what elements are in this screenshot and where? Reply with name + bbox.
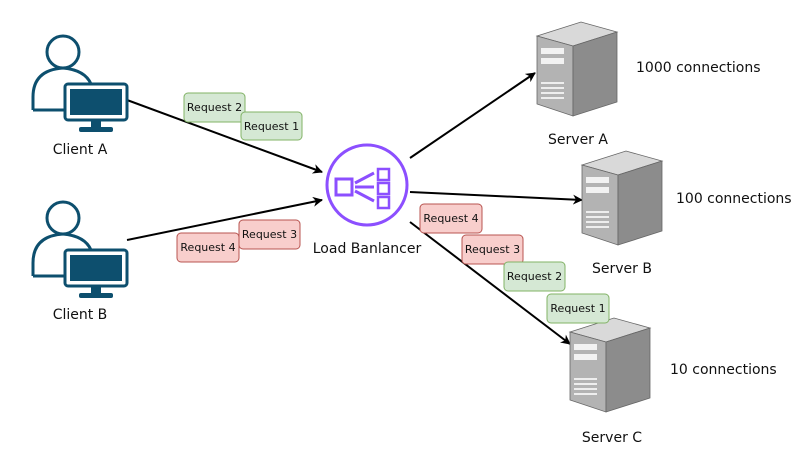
svg-text:Request 1: Request 1	[244, 120, 299, 133]
client-a: Client A	[31, 34, 129, 158]
user-computer-icon	[31, 34, 129, 134]
server-icon	[569, 317, 651, 413]
request-tag: Request 1	[546, 293, 610, 324]
server-c-label: Server C	[582, 430, 642, 446]
svg-text:Request 2: Request 2	[507, 270, 562, 283]
svg-text:Request 1: Request 1	[550, 302, 605, 315]
request-tag: Request 2	[503, 261, 566, 292]
server-c: Server C 10 connections	[569, 317, 777, 446]
request-tag: Request 4	[176, 232, 240, 263]
server-a: Server A 1000 connections	[536, 21, 761, 148]
client-a-label: Client A	[53, 142, 108, 158]
svg-text:Request 4: Request 4	[423, 212, 478, 225]
arrow-balancer-to-server-c	[409, 221, 571, 345]
arrow-client-a-to-balancer	[126, 99, 323, 174]
request-tag: Request 2	[183, 92, 246, 123]
arrow-client-b-to-balancer	[126, 196, 323, 241]
svg-text:Request 3: Request 3	[465, 243, 520, 256]
user-computer-icon	[31, 200, 129, 300]
server-b-label: Server B	[592, 261, 652, 277]
server-c-connections: 10 connections	[670, 362, 777, 378]
client-b: Client B	[31, 200, 129, 323]
server-b-connections: 100 connections	[676, 191, 792, 207]
load-balancer: Load Banlancer	[313, 143, 422, 257]
load-balancer-label: Load Banlancer	[313, 241, 422, 257]
client-b-label: Client B	[53, 307, 108, 323]
request-tag: Request 4	[419, 203, 483, 234]
arrow-balancer-to-server-a	[409, 72, 536, 159]
load-balancer-icon	[325, 143, 409, 227]
request-tag: Request 1	[240, 111, 303, 141]
server-a-label: Server A	[548, 132, 608, 148]
server-icon	[536, 21, 618, 117]
server-a-connections: 1000 connections	[636, 60, 761, 76]
request-tag: Request 3	[461, 234, 524, 265]
request-tag: Request 3	[238, 219, 301, 250]
svg-text:Request 2: Request 2	[187, 101, 242, 114]
svg-text:Request 3: Request 3	[242, 228, 297, 241]
svg-text:Request 4: Request 4	[180, 241, 235, 254]
server-icon	[581, 150, 663, 246]
arrow-balancer-to-server-b	[409, 191, 583, 205]
server-b: Server B 100 connections	[581, 150, 792, 277]
